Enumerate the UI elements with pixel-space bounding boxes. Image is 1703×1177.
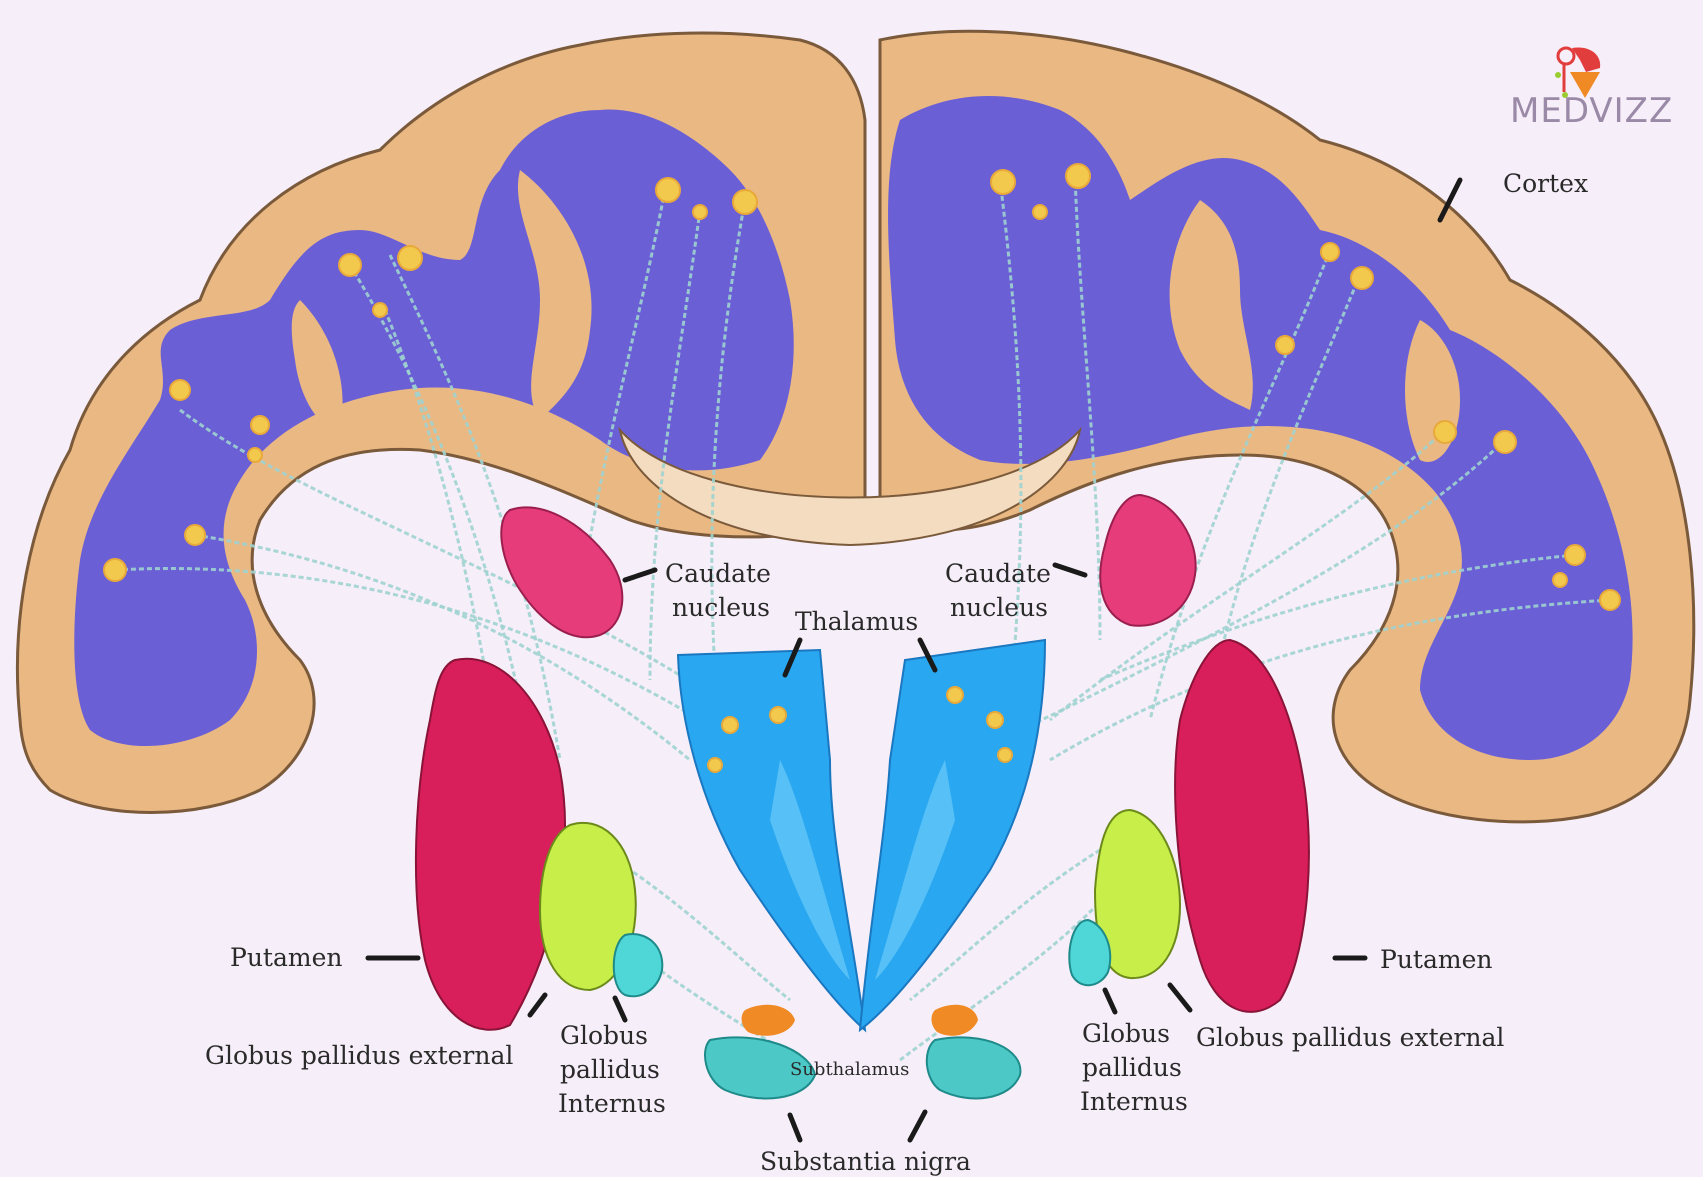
label-caudate-left-line1: Caudate <box>665 559 771 588</box>
label-caudate-right-line1: Caudate <box>945 559 1051 588</box>
label-caudate-right-line2: nucleus <box>950 593 1048 622</box>
label-putamen-left: Putamen <box>230 943 342 972</box>
label-globus-pallidus-internus-right-line1: Globus <box>1082 1019 1170 1048</box>
label-subthalamus: Subthalamus <box>790 1059 909 1080</box>
label-thalamus: Thalamus <box>795 607 918 636</box>
label-globus-pallidus-internus-left-line3: Internus <box>558 1089 666 1118</box>
label-caudate-left-line2: nucleus <box>672 593 770 622</box>
label-globus-pallidus-internus-right-line3: Internus <box>1080 1087 1188 1116</box>
label-putamen-right: Putamen <box>1380 945 1492 974</box>
label-substantia-nigra: Substantia nigra <box>760 1147 971 1176</box>
label-globus-pallidus-external-right: Globus pallidus external <box>1196 1023 1504 1052</box>
label-cortex: Cortex <box>1503 169 1588 198</box>
label-globus-pallidus-internus-left-line2: pallidus <box>560 1055 660 1084</box>
label-globus-pallidus-external-left: Globus pallidus external <box>205 1041 513 1070</box>
label-globus-pallidus-internus-left-line1: Globus <box>560 1021 648 1050</box>
brand-name: MEDVIZZ <box>1510 91 1673 131</box>
label-globus-pallidus-internus-right-line2: pallidus <box>1082 1053 1182 1082</box>
